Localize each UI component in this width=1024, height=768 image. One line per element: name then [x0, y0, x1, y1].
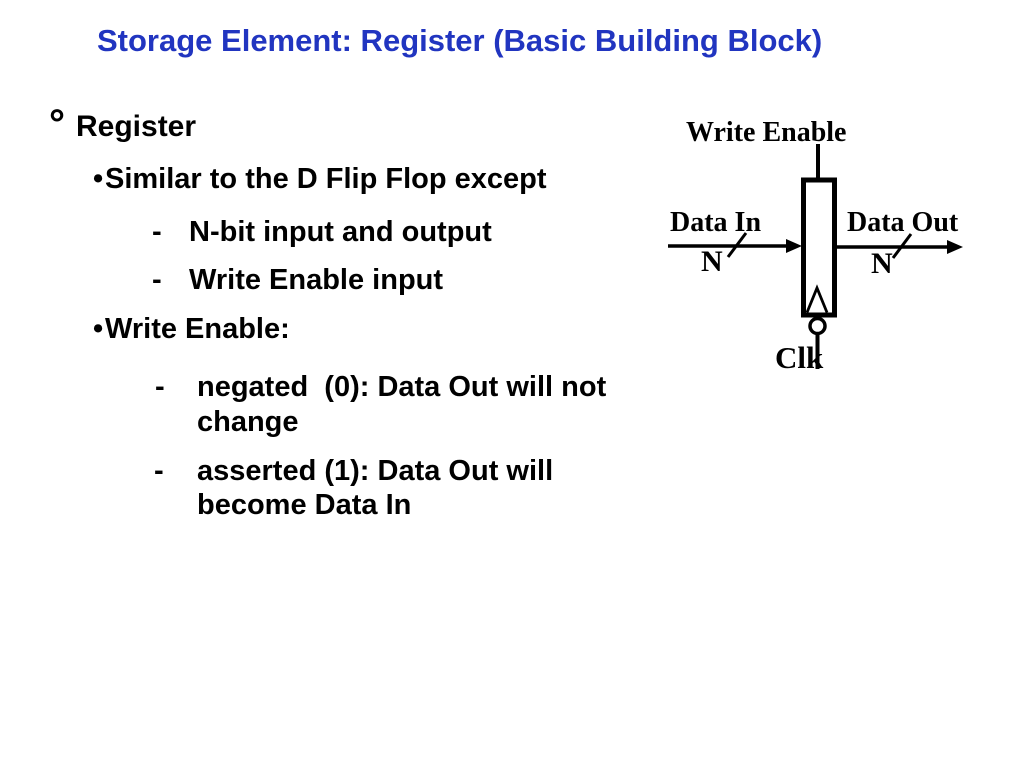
bullet-text-negated-line1: negated (0): Data Out will not [197, 371, 607, 403]
bullet-marker-dot: • [93, 313, 104, 345]
clk-label: Clk [775, 340, 824, 375]
bullet-text-nbit: N-bit input and output [189, 216, 492, 248]
bullet-text-negated-line2: change [197, 406, 299, 438]
bullet-marker-dash: - [152, 216, 162, 248]
clock-edge-triangle [805, 284, 829, 314]
register-diagram: Write Enable Data In N Data Out N Clk [668, 117, 963, 375]
bus-slash-out [891, 233, 913, 259]
bullet-text-write-enable-input: Write Enable input [189, 264, 444, 296]
slide-title: Storage Element: Register (Basic Buildin… [97, 23, 823, 58]
data-in-arrowhead [786, 239, 802, 253]
bullet-marker-dash: - [152, 264, 162, 296]
register-body [801, 177, 837, 318]
bus-width-in-label: N [701, 245, 723, 278]
data-out-arrowhead [947, 240, 963, 254]
bullet-text-similar: Similar to the D Flip Flop except [105, 163, 547, 195]
bullet-marker-dash: - [154, 455, 164, 487]
bullet-text-asserted-line2: become Data In [197, 489, 412, 521]
bullet-marker-dash: - [155, 371, 165, 403]
write-enable-label: Write Enable [686, 117, 846, 148]
bus-width-out-label: N [871, 247, 893, 280]
clk-bubble [808, 316, 827, 336]
data-in-label: Data In [670, 207, 761, 238]
data-out-label: Data Out [847, 207, 959, 238]
bus-slash-in [726, 232, 748, 258]
bullet-marker-degree: ° [49, 102, 65, 146]
bullet-text-register: Register [76, 110, 197, 143]
bullet-text-asserted-line1: asserted (1): Data Out will [197, 455, 554, 487]
bullet-text-write-enable: Write Enable: [105, 313, 290, 345]
bullet-marker-dot: • [93, 163, 104, 195]
